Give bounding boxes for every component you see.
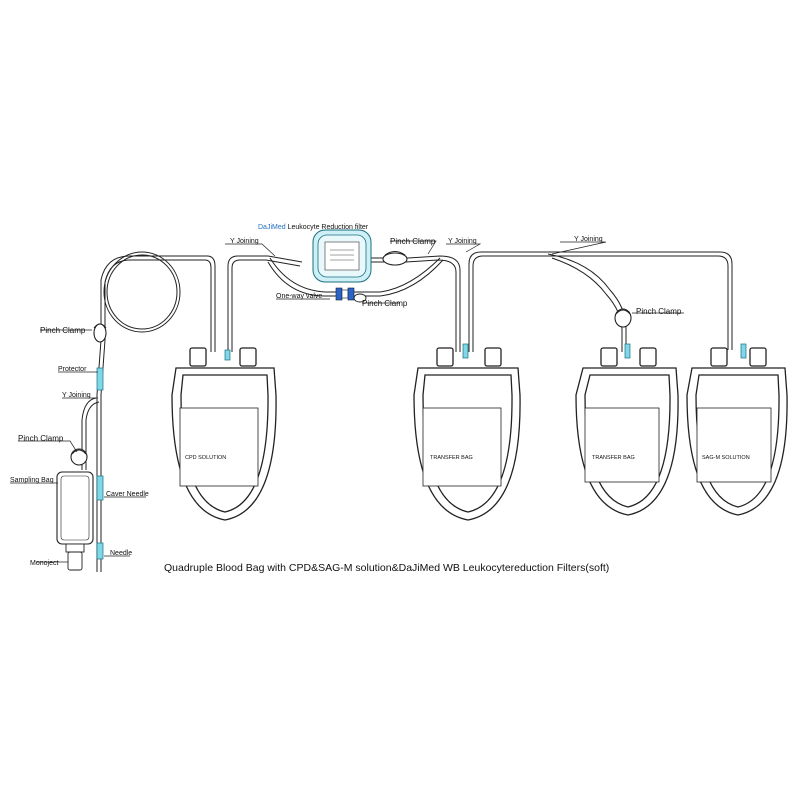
label-y-joining: Y Joining [574, 236, 603, 243]
filter-title: DaJiMed Leukocyte Reduction filter [258, 224, 369, 231]
filter-brand: DaJiMed [258, 224, 286, 231]
monoject-icon [65, 543, 85, 571]
label-pinch-clamp: Pinch Clamp [18, 434, 64, 443]
label-needle: Needle [110, 550, 132, 557]
pinch-clamp-icon [93, 323, 107, 343]
label-caver-needle: Caver Needle [106, 491, 149, 498]
label-protector: Protector [58, 366, 87, 373]
bag-sag-m-solution: SAG-M SOLUTION [686, 347, 788, 516]
label-pinch-clamp: Pinch Clamp [362, 299, 408, 308]
pinch-clamp-icon [70, 448, 88, 466]
label-one-way-valve: One-way valve [276, 293, 322, 300]
label-y-joining: Y Joining [230, 238, 259, 245]
bag-label: CPD SOLUTION [185, 455, 226, 461]
label-y-joining: Y Joining [448, 238, 477, 245]
diagram-caption: Quadruple Blood Bag with CPD&SAG-M solut… [164, 562, 609, 574]
label-y-joining: Y Joining [62, 392, 91, 399]
bag-transfer-2: TRANSFER BAG [575, 347, 679, 516]
leader-lines [10, 240, 684, 563]
label-pinch-clamp: Pinch Clamp [636, 307, 682, 316]
bag-label: TRANSFER BAG [430, 455, 473, 461]
label-pinch-clamp: Pinch Clamp [390, 237, 436, 246]
filter-label: Leukocyte Reduction filter [286, 224, 369, 231]
pinch-clamp-icon [614, 308, 632, 328]
bag-cpd-solution: CPD SOLUTION [171, 347, 277, 521]
label-monoject: Monoject [30, 560, 58, 567]
leukocyte-filter [312, 229, 372, 283]
pinch-clamp-icon [382, 251, 408, 266]
label-sampling-bag: Sampling Bag [10, 477, 54, 484]
bag-transfer-1: TRANSFER BAG [413, 347, 521, 521]
sampling-bag [56, 471, 94, 545]
label-pinch-clamp: Pinch Clamp [40, 326, 86, 335]
one-way-valve-icon [335, 287, 367, 303]
bag-label: TRANSFER BAG [592, 455, 635, 461]
bag-label: SAG-M SOLUTION [702, 455, 750, 461]
